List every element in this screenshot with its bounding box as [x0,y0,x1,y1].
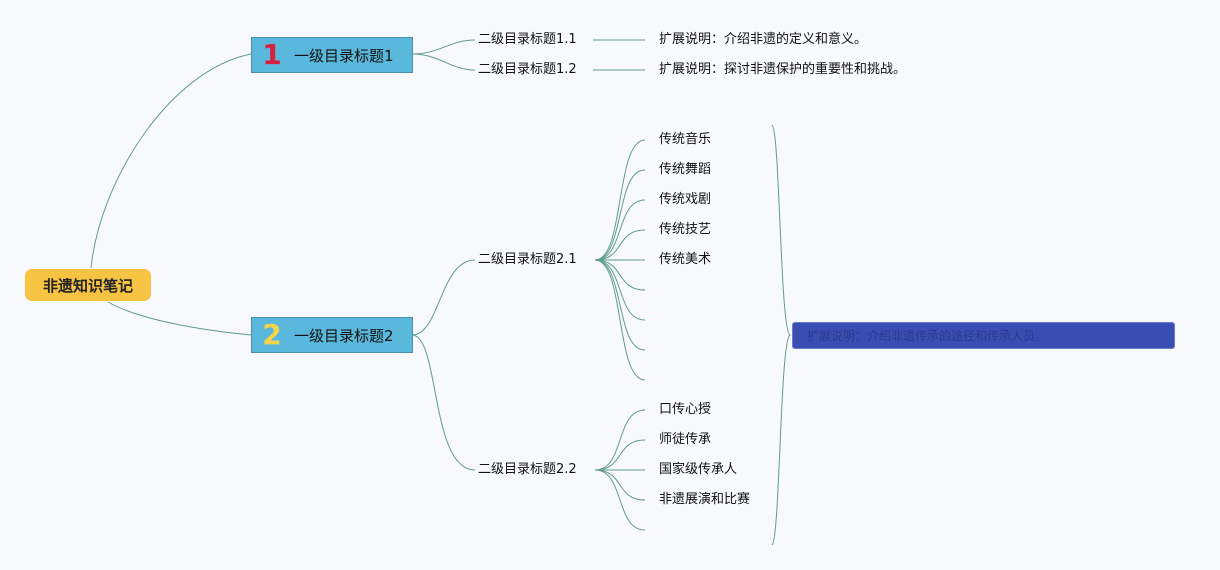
connector-s21-leaf-2 [594,169,646,261]
connector-s22-leaf-1 [594,409,646,471]
leaf-topic[interactable]: 传统舞蹈 [659,162,712,177]
leaf-topic[interactable]: 师徒传承 [659,432,712,447]
leaf-topic[interactable]: 扩展说明：探讨非遗保护的重要性和挑战。 [659,62,907,77]
connector-s21-leaf-9 [594,259,646,381]
connector-s22-leaf-4 [594,469,646,501]
level2-topic-2-2[interactable]: 二级目录标题2.2 [478,460,577,480]
summary-brace [771,124,792,546]
connector-s21-leaf-6 [594,259,646,291]
level1-topic-2[interactable]: 2 一级目录标题2 [251,317,413,353]
level1-topic-1[interactable]: 1 一级目录标题1 [251,37,413,73]
connector-l1-1-s11 [411,39,476,55]
connector-s21-leaf-7 [594,259,646,321]
connector-root-l1-1 [90,53,252,269]
summary-topic-label: 扩展说明：介绍非遗传承的途径和传承人员。 [807,329,1048,343]
level2-topic-label: 二级目录标题2.2 [478,462,577,477]
leaf-topic[interactable]: 扩展说明：介绍非遗的定义和意义。 [659,32,868,47]
level1-topic-label: 一级目录标题2 [294,326,394,345]
number-1-icon: 1 [262,38,282,71]
leaf-topic[interactable]: 口传心授 [659,402,712,417]
connector-l1-1-s12 [411,53,476,71]
connector-s21-leaf-1 [594,139,646,261]
root-topic[interactable]: 非遗知识笔记 [25,269,151,301]
summary-topic[interactable]: 扩展说明：介绍非遗传承的途径和传承人员。 [792,322,1175,349]
leaf-topic[interactable]: 非遗展演和比赛 [659,492,751,507]
leaf-topic[interactable]: 传统音乐 [659,132,712,147]
root-topic-label: 非遗知识笔记 [42,276,133,295]
level2-topic-1-2[interactable]: 二级目录标题1.2 [478,60,577,80]
connector-root-l1-2 [107,301,252,336]
connector-s21-leaf-4 [594,229,646,261]
leaf-topic[interactable]: 传统戏剧 [659,192,712,207]
level2-topic-label: 二级目录标题2.1 [478,252,577,267]
leaf-topic[interactable]: 国家级传承人 [659,462,738,477]
level2-topic-label: 二级目录标题1.2 [478,62,577,77]
connector-l1-2-s21 [411,259,476,336]
connector-s21-leaf-8 [594,259,646,351]
level2-topic-2-1[interactable]: 二级目录标题2.1 [478,250,577,270]
connector-s21-leaf-3 [594,199,646,261]
connector-s22-leaf-2 [594,439,646,471]
level2-topic-1-1[interactable]: 二级目录标题1.1 [478,30,577,50]
level2-topic-label: 二级目录标题1.1 [478,32,577,47]
connector-l1-2-s22 [411,334,476,471]
connector-s22-leaf-5 [594,469,646,531]
level1-topic-label: 一级目录标题1 [294,46,394,65]
leaf-topic[interactable]: 传统技艺 [659,222,712,237]
leaf-topic[interactable]: 传统美术 [659,252,712,267]
number-2-icon: 2 [262,318,282,351]
